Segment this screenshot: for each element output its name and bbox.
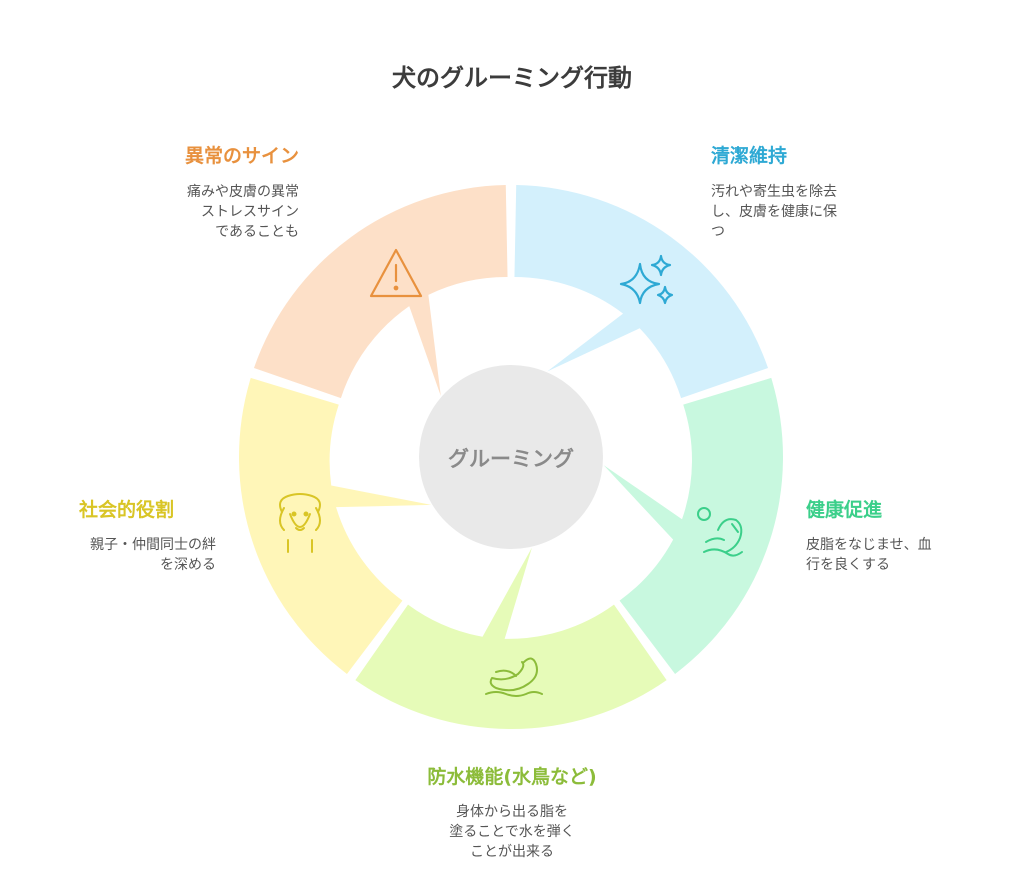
swan-icon (485, 657, 543, 697)
warning-icon (369, 248, 423, 298)
heading-abnormal-sign: 異常のサイン (184, 145, 299, 167)
heading-social-role: 社会的役割 (78, 499, 174, 521)
desc-line: ストレスサイン (201, 204, 299, 220)
desc-line: し、皮膚を健康に保 (711, 204, 837, 220)
sparkle-icon (619, 254, 674, 305)
segment-health (603, 377, 783, 674)
desc-line: 親子・仲間同士の絆 (90, 537, 216, 553)
segment-social (239, 377, 432, 674)
desc-social-role: 親子・仲間同士の絆 を深める (90, 535, 216, 575)
desc-waterproofing: 身体から出る脂を 塗ることで水を弾く ことが出来る (0, 802, 1024, 862)
dog-face-icon (279, 493, 321, 553)
desc-line: 塗ることで水を弾く (449, 824, 575, 840)
desc-line: 行を良くする (806, 557, 890, 573)
desc-line: 痛みや皮膚の異常 (187, 184, 299, 200)
desc-line: 汚れや寄生虫を除去 (711, 184, 837, 200)
segment-clean (514, 185, 769, 399)
page-title: 犬のグルーミング行動 (392, 64, 632, 92)
heading-cleanliness: 清潔維持 (711, 145, 788, 167)
desc-line: 身体から出る脂を (456, 804, 568, 820)
desc-line: 皮脂をなじませ、血 (806, 537, 932, 553)
center-hub (419, 365, 603, 549)
heading-waterproofing: 防水機能(水鳥など) (427, 766, 597, 788)
desc-cleanliness: 汚れや寄生虫を除去 し、皮膚を健康に保 つ (711, 182, 837, 242)
massage-hand-icon (697, 507, 743, 557)
desc-line: であることも (215, 224, 299, 240)
center-label: グルーミング (448, 447, 574, 471)
desc-abnormal-sign: 痛みや皮膚の異常 ストレスサイン であることも (187, 182, 299, 242)
desc-line: つ (711, 224, 725, 240)
segment-abnormal (253, 185, 508, 399)
desc-health-promotion: 皮脂をなじませ、血 行を良くする (806, 535, 932, 575)
desc-line: を深める (160, 557, 216, 573)
heading-health-promotion: 健康促進 (806, 499, 883, 521)
desc-line: ことが出来る (470, 844, 554, 860)
segment-water (355, 547, 667, 729)
